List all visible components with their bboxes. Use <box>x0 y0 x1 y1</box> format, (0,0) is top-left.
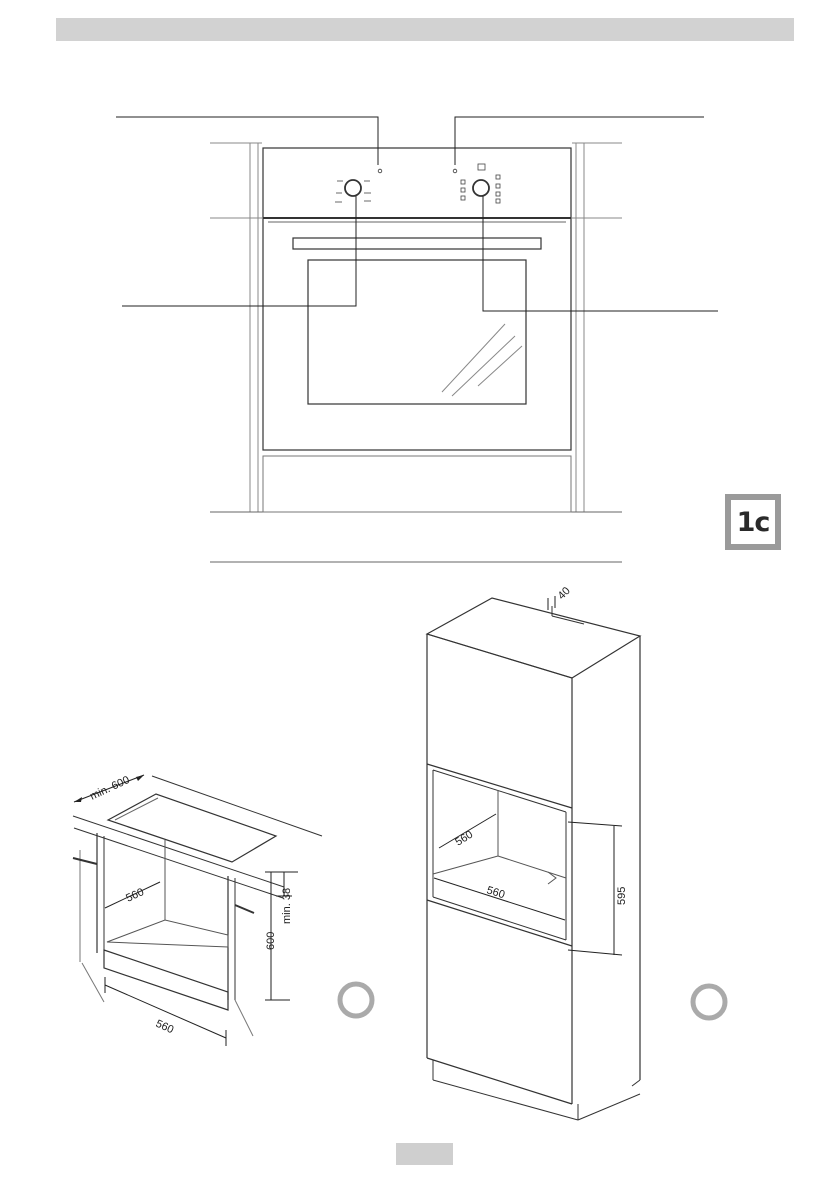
undercounter-marker-circle <box>340 984 372 1016</box>
column-marker-circle <box>693 986 725 1018</box>
dim-top-gap: 40 <box>556 585 573 602</box>
page-number-tab <box>396 1143 453 1165</box>
dim-height: 600 <box>265 932 277 950</box>
dim-width: 560 <box>154 1018 176 1036</box>
dim-column-inner-depth: 560 <box>453 829 475 849</box>
dim-column-height: 595 <box>616 887 628 905</box>
figure-badge-label: 1c <box>731 500 775 544</box>
column-figure <box>427 596 640 1120</box>
dim-min-gap: min. 38 <box>281 888 293 924</box>
dim-inner-depth: 560 <box>124 886 146 905</box>
dim-min-depth: min. 600 <box>88 774 131 803</box>
figure-badge: 1c <box>725 494 781 550</box>
dim-column-width: 560 <box>485 884 506 901</box>
oven-front-view <box>116 117 718 562</box>
